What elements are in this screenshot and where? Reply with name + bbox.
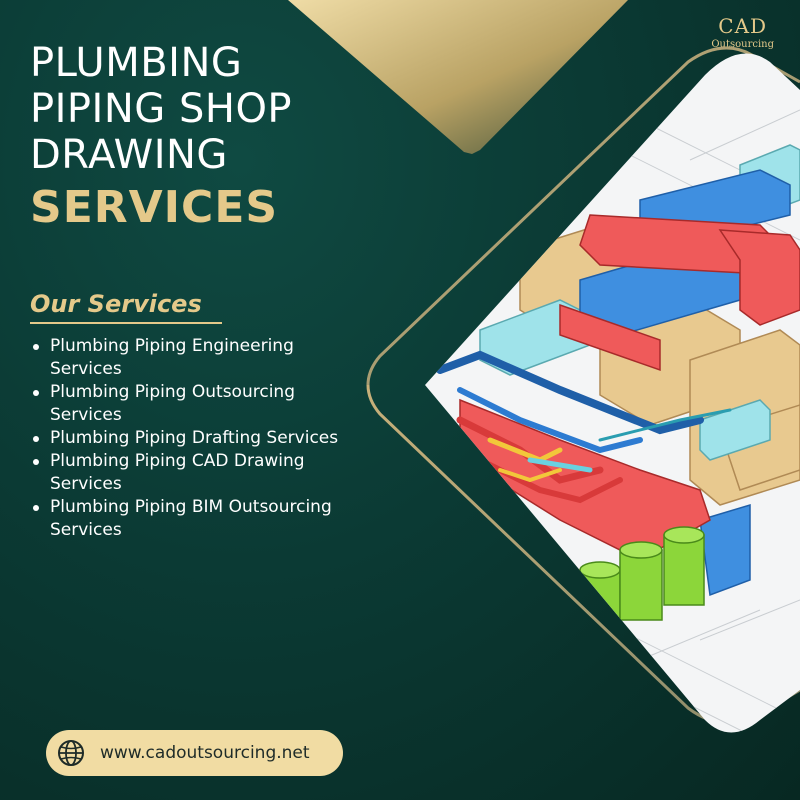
bullet-icon [33, 436, 39, 442]
service-item: Plumbing Piping BIM Outsourcing Services [30, 496, 370, 542]
service-item: Plumbing Piping CAD Drawing Services [30, 450, 370, 496]
title-line2: PIPING SHOP [30, 86, 293, 132]
services-heading-text: Our Services [30, 290, 202, 318]
website-link[interactable]: www.cadoutsourcing.net [46, 730, 343, 776]
service-label: Plumbing Piping Drafting Services [50, 428, 339, 448]
services-heading: Our Services [30, 290, 222, 324]
bullet-icon [33, 390, 39, 396]
title-line3: DRAWING [30, 132, 228, 178]
service-label: Plumbing Piping Outsourcing Services [50, 382, 295, 425]
service-item: Plumbing Piping Drafting Services [30, 427, 370, 450]
bullet-icon [33, 344, 39, 350]
bullet-icon [33, 505, 39, 511]
page-title: PLUMBING PIPING SHOP DRAWING SERVICES [30, 40, 292, 236]
service-item: Plumbing Piping Outsourcing Services [30, 381, 370, 427]
globe-icon [58, 740, 84, 766]
services-list: Plumbing Piping Engineering Services Plu… [30, 335, 370, 542]
service-label: Plumbing Piping Engineering Services [50, 336, 294, 379]
bullet-icon [33, 459, 39, 465]
service-label: Plumbing Piping CAD Drawing Services [50, 451, 305, 494]
title-line1: PLUMBING [30, 40, 243, 86]
logo-line1: CAD [718, 14, 768, 38]
service-label: Plumbing Piping BIM Outsourcing Services [50, 497, 332, 540]
brand-logo: CAD Outsourcing [711, 14, 774, 50]
logo-line2: Outsourcing [711, 39, 774, 50]
service-item: Plumbing Piping Engineering Services [30, 335, 370, 381]
website-url[interactable]: www.cadoutsourcing.net [100, 743, 310, 763]
title-accent: SERVICES [30, 182, 279, 233]
services-heading-underline [30, 322, 222, 324]
